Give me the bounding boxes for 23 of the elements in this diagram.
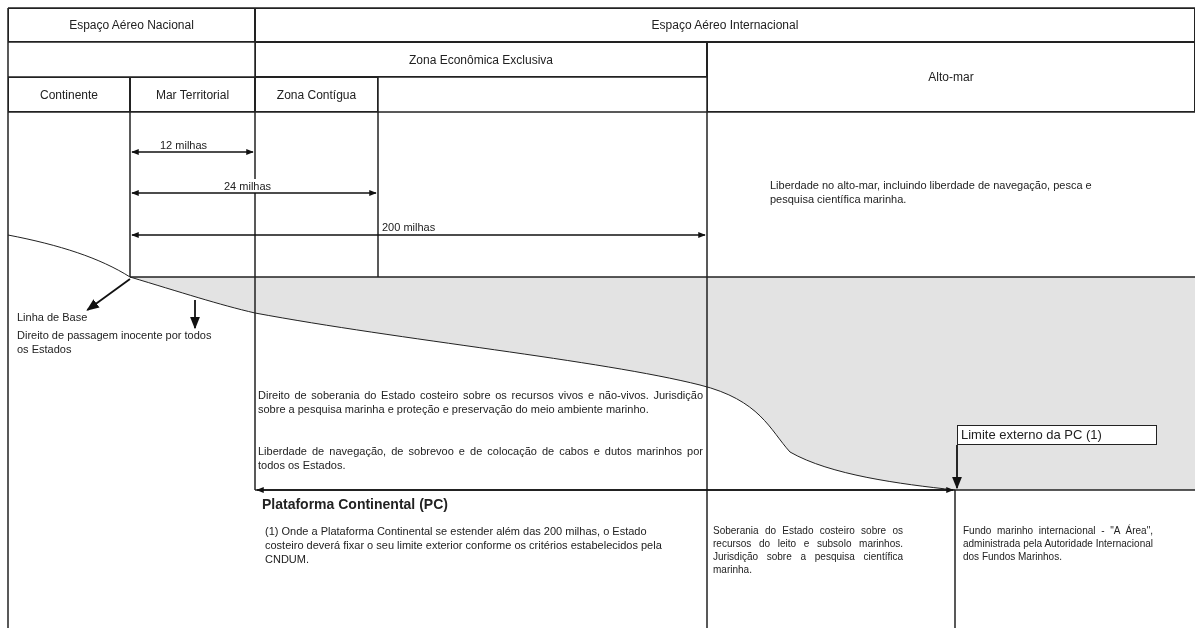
dimension-label: 24 milhas bbox=[222, 179, 274, 193]
callout-text: Direito de passagem inocente por todos os Estados bbox=[17, 328, 217, 356]
callout-text: Linha de Base bbox=[17, 310, 88, 324]
header-cell: Mar Territorial bbox=[130, 77, 255, 112]
zone-description: Soberania do Estado costeiro sobre os recursos do leito e subsolo marinhos. Jurisdição sobre a pesquisa científica marinha. bbox=[713, 524, 903, 576]
header-cell: Continente bbox=[8, 77, 130, 112]
dimension-label: Plataforma Continental (PC) bbox=[262, 495, 449, 513]
leader-arrow bbox=[86, 278, 131, 311]
leader-arrow bbox=[189, 299, 201, 330]
header-cell: Zona Econômica Exclusiva bbox=[255, 42, 707, 77]
header-cell: Espaço Aéreo Internacional bbox=[255, 8, 1195, 42]
dimension-label: 200 milhas bbox=[382, 220, 437, 234]
leader-arrow bbox=[951, 444, 963, 490]
header-cell: Alto-mar bbox=[707, 42, 1195, 112]
header-cell: Espaço Aéreo Nacional bbox=[8, 8, 255, 42]
footnote: (1) Onde a Plataforma Continental se estender além das 200 milhas, o Estado costeiro deverá fixar o seu limite exterior conforme os critérios estabelecidos pela CNDUM. bbox=[265, 524, 663, 566]
zone-description: Direito de soberania do Estado costeiro sobre os recursos vivos e não-vivos. Jurisdição sobre a pesquisa marinha e proteção e preservação do meio ambiente marinho. bbox=[258, 388, 703, 416]
zone-description: Fundo marinho internacional - "A Área", administrada pela Autoridade Internacional dos Fundos Marinhos. bbox=[963, 524, 1153, 563]
zone-description: Liberdade de navegação, de sobrevoo e de colocação de cabos e dutos marinhos por todos os Estados. bbox=[258, 444, 703, 472]
callout-box: Limite externo da PC (1) bbox=[957, 425, 1157, 445]
header-cell: Zona Contígua bbox=[255, 77, 378, 112]
zone-description: Liberdade no alto-mar, incluindo liberdade de navegação, pesca e pesquisa científica marinha. bbox=[770, 178, 1093, 206]
dimension-label: 12 milhas bbox=[160, 138, 209, 152]
